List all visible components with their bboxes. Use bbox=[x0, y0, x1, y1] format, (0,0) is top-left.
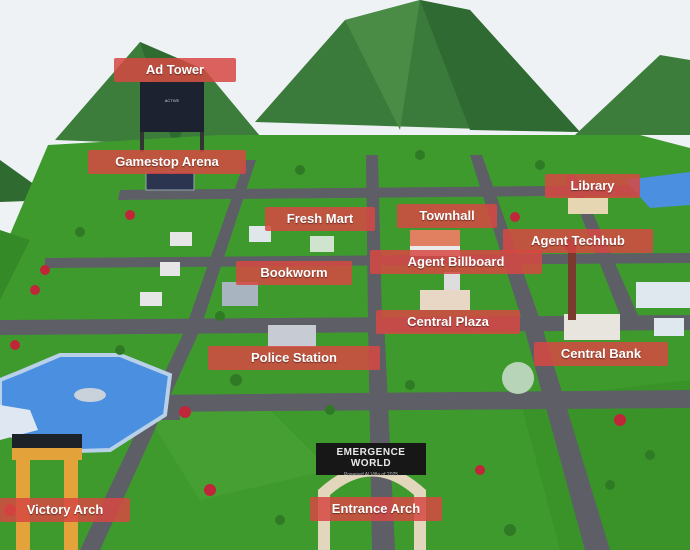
entrance-sign-title: EMERGENCE WORLD bbox=[336, 447, 406, 469]
entrance-sign: EMERGENCE WORLD Powered Al Villa of 2025 bbox=[316, 443, 426, 478]
lake bbox=[0, 353, 173, 455]
ad-tower-screen: ACTIVE bbox=[140, 82, 204, 132]
entrance-sign-subtitle: Powered Al Villa of 2025 bbox=[343, 472, 399, 478]
label-ad-tower[interactable]: Ad Tower bbox=[114, 58, 236, 82]
pond bbox=[625, 172, 690, 208]
label-entrance-arch[interactable]: Entrance Arch bbox=[310, 497, 442, 521]
label-bookworm[interactable]: Bookworm bbox=[236, 261, 352, 285]
label-agent-techhub[interactable]: Agent Techhub bbox=[503, 229, 653, 253]
label-library[interactable]: Library bbox=[545, 174, 640, 198]
label-gamestop-arena[interactable]: Gamestop Arena bbox=[88, 150, 246, 174]
label-agent-billboard[interactable]: Agent Billboard bbox=[370, 250, 542, 274]
label-central-bank[interactable]: Central Bank bbox=[534, 342, 668, 366]
label-townhall[interactable]: Townhall bbox=[397, 204, 497, 228]
label-police-station[interactable]: Police Station bbox=[208, 346, 380, 370]
victory-arch-sign bbox=[12, 434, 82, 448]
ad-tower[interactable] bbox=[140, 130, 204, 152]
label-victory-arch[interactable]: Victory Arch bbox=[0, 498, 130, 522]
trees bbox=[4, 150, 655, 536]
label-fresh-mart[interactable]: Fresh Mart bbox=[265, 207, 375, 231]
ad-screen-text: ACTIVE bbox=[164, 98, 180, 103]
label-central-plaza[interactable]: Central Plaza bbox=[376, 310, 520, 334]
entrance-arch[interactable] bbox=[318, 465, 426, 550]
